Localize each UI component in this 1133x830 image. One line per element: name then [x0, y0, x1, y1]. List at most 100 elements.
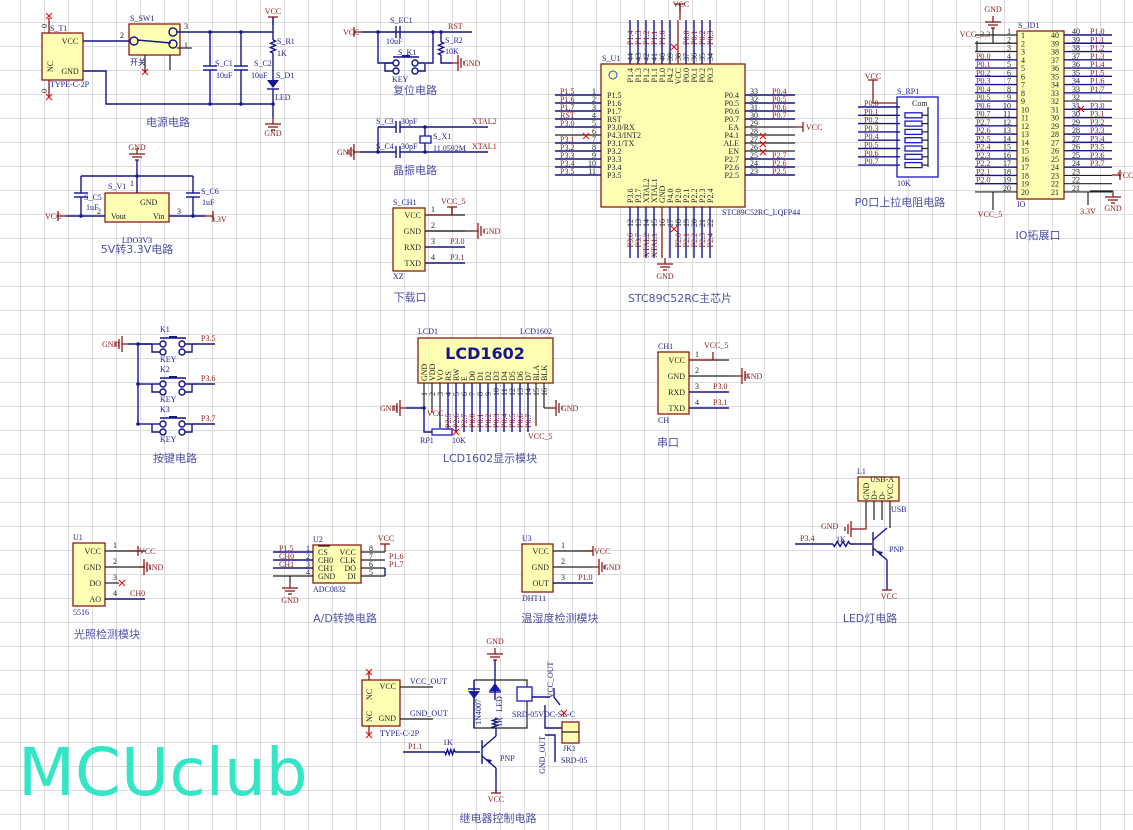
pin-number: 21: [1072, 184, 1080, 193]
pin-name: BLA: [532, 365, 541, 381]
pin-number: 7: [468, 392, 477, 396]
no-connect-mark: [45, 12, 53, 20]
value: 1uF: [202, 198, 215, 207]
pnp-transistor-icon: [872, 527, 888, 561]
net-label: XTAL1: [472, 142, 497, 151]
pin-name: D6: [516, 371, 525, 381]
pin-number: 1: [561, 541, 565, 550]
pin-number: 15: [532, 388, 541, 396]
value: KEY: [160, 395, 177, 404]
pin-name: P1.6: [607, 99, 621, 108]
ref-designator: U1: [73, 533, 83, 542]
pin-name: XTAL2: [642, 178, 651, 203]
pin-name: 23: [1051, 171, 1059, 180]
pin-name: P0.5: [725, 99, 739, 108]
ground-icon: [487, 648, 503, 661]
net-label: P2.1: [976, 167, 990, 176]
value: 30pF: [401, 117, 418, 126]
pin-number: 27: [1072, 134, 1080, 143]
net-label: P3.3: [560, 151, 574, 160]
net-label: P3.0: [713, 382, 727, 391]
power-label: VCC_3.3: [960, 30, 990, 39]
pin-name: 11: [1021, 114, 1029, 123]
ref-designator: S_SW1: [130, 14, 154, 23]
section-title: 光照检测模块: [74, 627, 140, 641]
switch-contact-icon: [178, 340, 186, 348]
ground-icon: [393, 400, 406, 416]
net-label: P0.4: [500, 414, 509, 428]
pin-name: 25: [1051, 155, 1059, 164]
section-title: 5V转3.3V电路: [101, 242, 174, 256]
pin-name: NC: [365, 689, 374, 700]
switch-contact-icon: [129, 36, 139, 46]
power-label: GND: [264, 129, 282, 138]
lcd-label: LCD1602: [445, 344, 525, 363]
pin-number: 33: [1072, 85, 1080, 94]
value: SRD-05: [561, 756, 587, 765]
pin-number: 42: [642, 53, 651, 61]
power-label: GND: [561, 404, 579, 413]
value: 10uF: [251, 71, 268, 80]
pin-name: 15: [1021, 147, 1029, 156]
pin-name: VCC: [669, 356, 685, 365]
part-name: XZ: [393, 272, 404, 281]
net-label: P1.7: [1090, 85, 1104, 94]
value: 10uF: [386, 37, 403, 46]
pin-name: 10: [1021, 105, 1029, 114]
net-label: P0.6: [772, 103, 786, 112]
ref-designator: JK1: [563, 744, 576, 753]
junction: [208, 102, 212, 106]
pin-number: 1: [592, 87, 596, 96]
net-label: P3.2: [560, 143, 574, 152]
pin-number: 10: [1003, 101, 1011, 110]
section-title: 复位电路: [393, 83, 437, 97]
net-label: P3.7: [201, 414, 215, 423]
ref-designator: S_C4: [376, 142, 394, 151]
net-label: P1.0: [1090, 27, 1104, 36]
pin-number: 8: [1007, 85, 1011, 94]
no-connect-mark: [582, 132, 590, 140]
pin-name: 17: [1021, 163, 1029, 172]
net-label: CH1: [279, 560, 294, 569]
net-label: P1.2: [1090, 44, 1104, 53]
net-label: P1.1: [1090, 35, 1104, 44]
section-title: 晶振电路: [393, 163, 437, 177]
power-label: VCC_5: [441, 197, 465, 206]
pin-number: 38: [674, 53, 683, 61]
pin-number: 13: [516, 388, 525, 396]
pin-number: 1: [130, 179, 134, 188]
part-name: CH: [658, 416, 669, 425]
net-label: P1.4: [1090, 60, 1104, 69]
net-label: VCC_OUT: [546, 661, 555, 698]
pin-name: 31: [1051, 105, 1059, 114]
part-name: STC89C52RC_LQFP44: [722, 208, 800, 217]
net-label: P2.3: [976, 151, 990, 160]
section-title: LED灯电路: [843, 612, 898, 625]
pin-name: 9: [1021, 97, 1025, 106]
pin-name: P4.0: [666, 189, 675, 203]
pin-name: P2.6: [725, 163, 739, 172]
net-label: P3.2: [1090, 118, 1104, 127]
power-label: VCC: [865, 72, 881, 81]
pin-number: 14: [642, 219, 651, 227]
pin-name: TXD: [669, 404, 686, 413]
pin-number: 11: [500, 388, 509, 396]
pin-name: 29: [1051, 122, 1059, 131]
pin-name: 5: [1021, 64, 1025, 73]
pin-name: RXD: [404, 243, 421, 252]
switch-contact-icon: [178, 348, 186, 356]
pin-number: 40: [658, 53, 667, 61]
value: 10K: [452, 436, 466, 445]
net-label: P3.6: [201, 374, 215, 383]
resistor-icon: [268, 39, 278, 54]
net-label: P3.6: [626, 233, 635, 247]
pin-number: 22: [1072, 176, 1080, 185]
ground-icon: [347, 144, 360, 160]
switch-contact-icon: [411, 67, 419, 75]
net-label: P2.3: [698, 233, 707, 247]
part-name: IO: [1017, 200, 1026, 209]
pin-name: P2.7: [725, 155, 739, 164]
value: 10K: [445, 47, 459, 56]
wire: [151, 424, 160, 433]
